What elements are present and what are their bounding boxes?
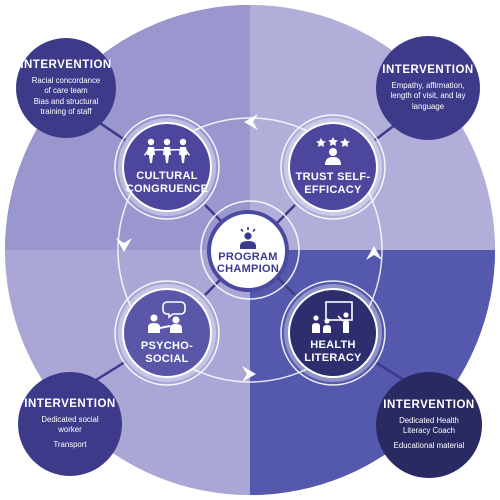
intervention-line: Dedicated social worker xyxy=(41,414,99,435)
intervention-line: Dedicated Health xyxy=(399,415,459,425)
champion-person-icon xyxy=(240,227,256,249)
hub-label: HEALTH LITERACY xyxy=(304,339,362,364)
intervention-title: INTERVENTION xyxy=(383,398,475,411)
intervention-top-right: INTERVENTION Empathy, affirmation, lengt… xyxy=(376,36,480,140)
intervention-line: training of staff xyxy=(40,107,92,116)
arrow-down-left xyxy=(116,238,132,252)
hub-label: TRUST SELF- EFFICACY xyxy=(295,171,371,196)
arrow-right-bottom xyxy=(242,366,256,382)
halo-psycho xyxy=(114,280,220,386)
hub-health-literacy: HEALTH LITERACY xyxy=(288,288,378,378)
two-people-speech-bubble-icon xyxy=(148,301,186,333)
intervention-line: of care team xyxy=(44,86,88,95)
person-with-stars-icon xyxy=(316,137,350,165)
intervention-line: Transport xyxy=(53,439,87,449)
halo-cultural xyxy=(114,114,220,220)
hub-psycho-social: PSYCHO-SOCIAL xyxy=(122,288,212,378)
arrow-up-right xyxy=(366,246,382,260)
intervention-bottom-right: INTERVENTION Dedicated Health Literacy C… xyxy=(376,372,482,478)
intervention-line: Racial concordance xyxy=(31,75,101,85)
intervention-title: INTERVENTION xyxy=(382,63,474,76)
people-holding-hands-icon xyxy=(144,138,190,163)
halo-literacy xyxy=(280,280,386,386)
halo-trust xyxy=(280,114,386,220)
intervention-line: language xyxy=(411,101,445,111)
hub-cultural-congruence: CULTURAL CONGRUENCE xyxy=(122,122,212,212)
intervention-line: length of visit, and lay xyxy=(390,91,466,101)
classroom-presentation-icon xyxy=(312,301,353,333)
intervention-line: Educational material xyxy=(393,440,465,450)
intervention-title: INTERVENTION xyxy=(24,397,116,410)
halo-center xyxy=(200,200,300,300)
arrow-right-to-left-top xyxy=(244,114,258,130)
intervention-top-left: INTERVENTION Racial concordance of care … xyxy=(16,38,116,138)
intervention-bottom-left: INTERVENTION Dedicated social worker Tra… xyxy=(18,372,122,476)
hub-label: PSYCHO-SOCIAL xyxy=(140,340,194,365)
intervention-line: Bias and structural xyxy=(33,96,99,106)
program-champion-hub: PROGRAM CHAMPION xyxy=(207,210,289,292)
hub-label: CULTURAL CONGRUENCE xyxy=(125,170,209,195)
intervention-line: Empathy, affirmation, xyxy=(391,80,465,90)
hub-trust-self-efficacy: TRUST SELF- EFFICACY xyxy=(288,122,378,212)
center-label: PROGRAM CHAMPION xyxy=(216,251,280,275)
intervention-line: Literacy Coach xyxy=(402,426,455,436)
intervention-title: INTERVENTION xyxy=(20,58,112,71)
flow-ring xyxy=(117,117,383,383)
